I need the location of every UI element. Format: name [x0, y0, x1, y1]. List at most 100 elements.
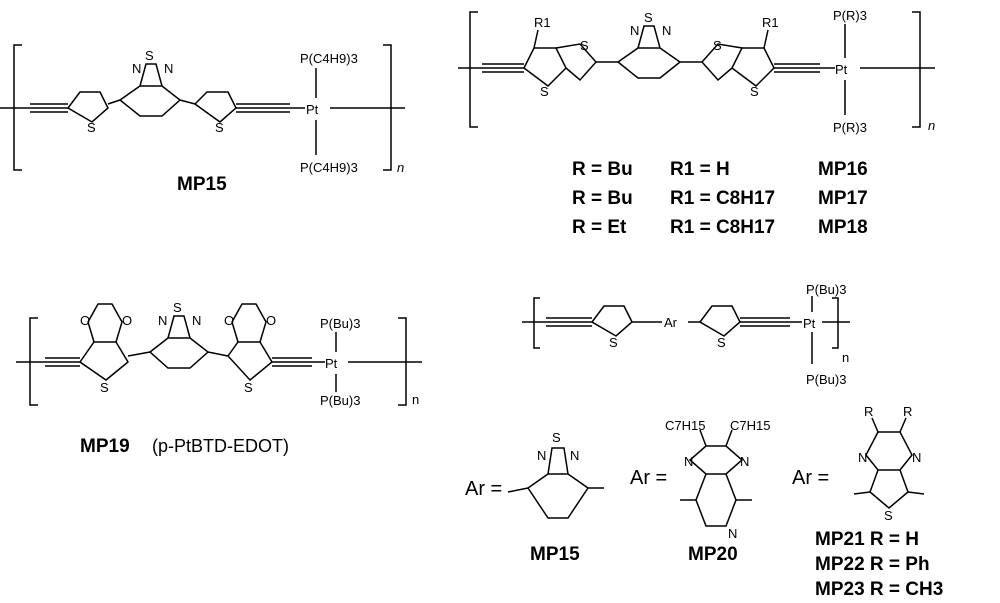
mp19-edot-right [227, 341, 273, 382]
mp15-name: MP15 [177, 174, 227, 195]
mp19-s-1: S [100, 380, 109, 395]
mp19-btd-n-1: N [158, 313, 167, 328]
mp16-thienothiophene-right [700, 43, 744, 82]
mp19-ligand-bottom: P(Bu)3 [320, 393, 360, 408]
mp16-benzothiadiazole [616, 47, 682, 79]
mp19-ligand-top: P(Bu)3 [320, 316, 360, 331]
ar-eq-label-2: Ar = [630, 467, 667, 489]
mp15-thiophene-right [193, 91, 237, 123]
mp15-btd-s-label: S [145, 48, 154, 63]
mp16-thienothiophene-left [523, 47, 567, 87]
mp19-o-1: O [80, 313, 90, 328]
mp16-s-label-4: S [750, 84, 759, 99]
mp21-label: MP21 R = H [815, 529, 919, 550]
ar-mp20-unit: Ar = C7H15 C7H15 N N N MP20 [630, 418, 770, 565]
mp19-o-2: O [122, 313, 132, 328]
mp22-label: MP22 R = Ph [815, 554, 930, 575]
generic-thiophene-left [590, 305, 633, 337]
mp19-s-2: S [244, 380, 253, 395]
mp16-r1-left: R1 [534, 15, 551, 30]
mp15-structure: S S S N N Pt P(C4H9)3 P(C4H9)3 n MP15 [0, 44, 405, 195]
mp19-structure: O O O O S S S N N Pt P(Bu)3 P(Bu)3 n MP1… [16, 300, 422, 457]
mp17-name: MP17 [818, 188, 868, 209]
ar-eq-label-1: Ar = [465, 478, 502, 500]
generic-repeat-n: n [842, 350, 849, 365]
mp23-label: MP23 R = CH3 [815, 579, 943, 600]
mp19-benzothiadiazole [148, 337, 210, 369]
ar-r-left: R [864, 404, 873, 419]
ar-thiophene-ring [869, 469, 909, 509]
ar-thiophene-s: S [884, 508, 893, 523]
ar-thienopyrazine-unit: Ar = R R N N S MP21 R = H MP22 R = Ph MP… [792, 404, 943, 600]
mp15-s-label-1: S [87, 120, 96, 135]
ar-btd-s: S [552, 430, 561, 445]
mp16-repeat-n: n [928, 118, 935, 133]
generic-s-1: S [609, 335, 618, 350]
ar-mp20-pyrazine [688, 445, 744, 475]
generic-ligand-bottom: P(Bu)3 [806, 372, 846, 387]
mp15-benzothiadiazole [118, 85, 182, 117]
mp16-pt-label: Pt [835, 62, 848, 77]
ar-mp20-name: MP20 [688, 544, 738, 565]
mp19-alias: (p-PtBTD-EDOT) [152, 436, 289, 456]
ar-pyrazine-ring [865, 431, 913, 471]
mp15-btd-n-label-1: N [132, 61, 141, 76]
ar-mp20-c7-right: C7H15 [730, 418, 770, 433]
mp16-s-label-2: S [540, 84, 549, 99]
mp15-s-label-2: S [215, 120, 224, 135]
mp17-r-row: R = Bu [572, 188, 633, 209]
mp19-o-4: O [266, 313, 276, 328]
mp19-btd-s: S [173, 300, 182, 315]
generic-ar-structure: S S Ar Pt P(Bu)3 P(Bu)3 n [522, 282, 850, 387]
ar-mp20-n-1: N [684, 454, 693, 469]
mp16-r1-right: R1 [762, 15, 779, 30]
ar-btd-ring [526, 473, 590, 519]
mp18-name: MP18 [818, 217, 868, 238]
mp16-s-label-3: S [713, 38, 722, 53]
mp19-pt-label: Pt [325, 356, 338, 371]
mp16-ligand-bottom: P(R)3 [833, 120, 867, 135]
mp17-r1-row: R1 = C8H17 [670, 188, 775, 209]
mp15-repeat-n: n [397, 160, 404, 175]
mp19-o-3: O [224, 313, 234, 328]
mp19-repeat-n: n [412, 392, 419, 407]
mp15-thiophene-left [66, 91, 109, 123]
mp15-btd-n-label-2: N [164, 61, 173, 76]
ar-btd-unit: Ar = S N N MP15 [465, 430, 604, 565]
ar-pyrazine-n-1: N [858, 450, 867, 465]
mp16-left-bracket [469, 11, 478, 128]
mp19-edot-left [78, 341, 129, 381]
mp15-pt-label: Pt [306, 102, 319, 117]
mp16-r-row-1: R = Bu [572, 159, 633, 180]
mp15-ligand-bottom: P(C4H9)3 [300, 160, 358, 175]
mp18-r1-row: R1 = C8H17 [670, 217, 775, 238]
generic-ligand-top: P(Bu)3 [806, 282, 846, 297]
mp16-ligand-top: P(R)3 [833, 8, 867, 23]
ar-eq-label-3: Ar = [792, 467, 829, 489]
generic-right-bracket [832, 297, 839, 349]
generic-s-2: S [717, 335, 726, 350]
mp16-btd-s-label: S [644, 10, 653, 25]
mp16-r1-row-1: R1 = H [670, 159, 730, 180]
mp18-r-row: R = Et [572, 217, 627, 238]
mp16-btd-n-1: N [630, 23, 639, 38]
mp19-btd-n-2: N [192, 313, 201, 328]
ar-btd-name: MP15 [530, 544, 580, 565]
ar-mp20-n-3: N [728, 526, 737, 541]
ar-mp20-c7-left: C7H15 [665, 418, 705, 433]
ar-pyrazine-n-2: N [912, 450, 921, 465]
ar-r-right: R [903, 404, 912, 419]
mp16-s-label-1: S [580, 38, 589, 53]
generic-ar-label: Ar [664, 315, 678, 330]
mp15-ligand-top: P(C4H9)3 [300, 51, 358, 66]
ar-btd-n-1: N [537, 448, 546, 463]
mp16-right-bracket [912, 11, 921, 128]
generic-pt-label: Pt [803, 316, 816, 331]
generic-thiophene-right [698, 305, 741, 337]
mp16-18-structure: R1 R1 S S S S S N N Pt P(R)3 P(R)3 n R =… [458, 8, 935, 238]
ar-btd-n-2: N [570, 448, 579, 463]
generic-left-bracket [533, 297, 540, 349]
mp16-btd-n-2: N [662, 23, 671, 38]
mp16-name: MP16 [818, 159, 868, 180]
